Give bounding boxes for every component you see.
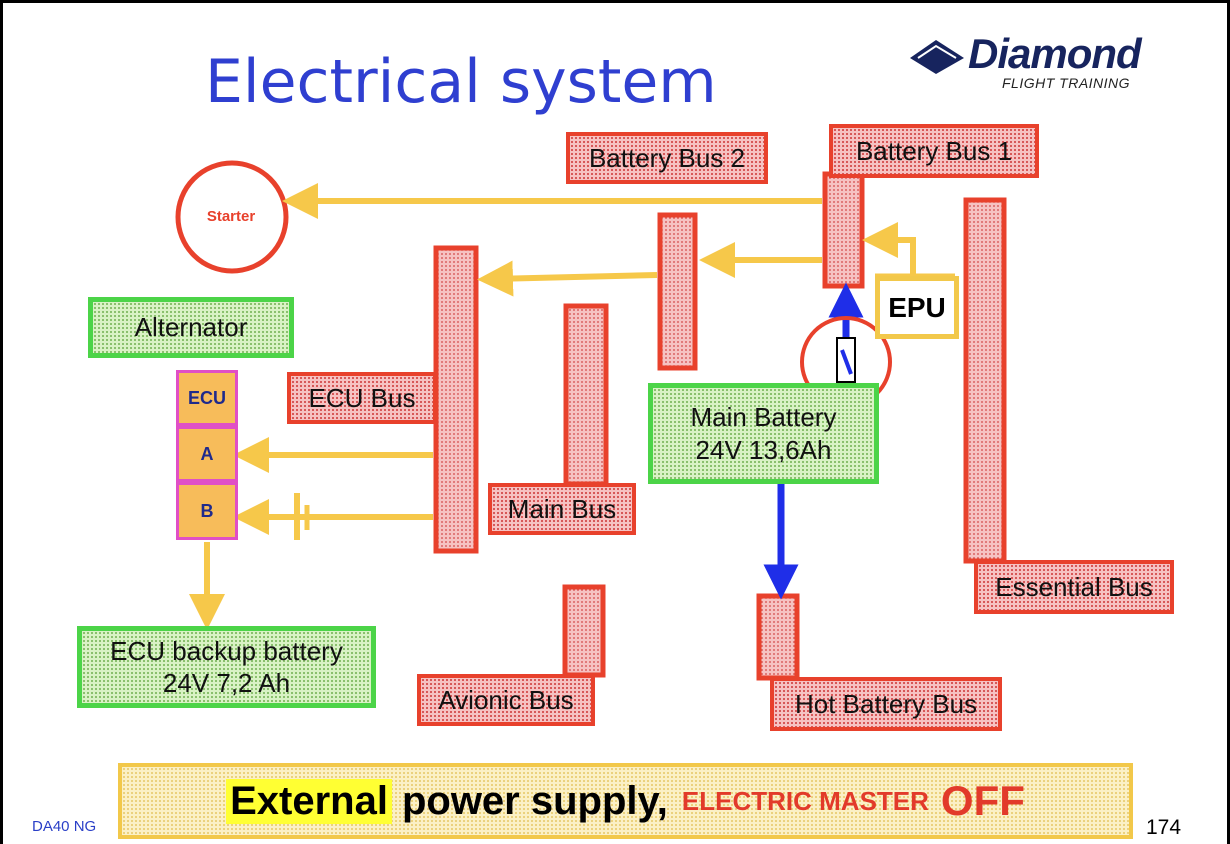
banner-external: External (226, 778, 392, 824)
main-battery-line1: Main Battery (690, 402, 837, 432)
ecu-backup-battery-line2: 24V 7,2 Ah (162, 668, 291, 698)
battery-relay-contact (840, 349, 853, 375)
flow-arrow-epu (862, 222, 916, 276)
ecu-a-box: A (176, 426, 238, 482)
ecu-bus-bar (433, 245, 479, 554)
ecu-backup-battery-box: ECU backup battery 24V 7,2 Ah (77, 626, 376, 708)
epu-box: EPU (875, 276, 959, 339)
banner-power-supply: power supply, (401, 778, 668, 823)
bottom-banner: External power supply, ELECTRIC MASTER O… (118, 763, 1133, 839)
ecu-backup-battery-line1: ECU backup battery (110, 635, 343, 666)
diamond-logo-icon (910, 40, 964, 74)
banner-off: OFF (940, 777, 1025, 824)
ecu-box: ECU (176, 370, 238, 426)
main-bus-label: Main Bus (488, 483, 636, 535)
avionic-bus-label: Avionic Bus (417, 674, 595, 726)
battery-bus-2-bar (657, 212, 698, 371)
battery-bus-2-label: Battery Bus 2 (566, 132, 768, 184)
flow-arrow-to-ecu-bus (477, 260, 658, 297)
alternator-box: Alternator (88, 297, 294, 358)
footer-model: DA40 NG (32, 818, 97, 835)
main-battery-line2: 24V 13,6Ah (695, 434, 832, 465)
essential-bus-bar (963, 197, 1007, 564)
main-bus-bar (563, 303, 609, 487)
ecu-b-box: B (176, 482, 238, 540)
battery-bus-1-label: Battery Bus 1 (829, 124, 1039, 178)
banner-electric-master: ELECTRIC MASTER (681, 785, 929, 816)
hot-battery-bus-bar (756, 593, 800, 681)
avionic-bus-bar (562, 584, 606, 678)
logo-subtitle: FLIGHT TRAINING (1002, 75, 1131, 91)
ecu-bus-label: ECU Bus (287, 372, 437, 424)
essential-bus-label: Essential Bus (974, 560, 1174, 614)
starter-label: Starter (206, 208, 256, 225)
logo-name: Diamond (968, 30, 1142, 77)
page-title: Electrical system (205, 47, 717, 117)
battery-bus-1-bar (822, 171, 865, 289)
main-battery-box: Main Battery 24V 13,6Ah (648, 383, 879, 484)
alternator-label: Alternator (134, 312, 248, 343)
page-number: 174 (1146, 816, 1182, 839)
hot-battery-bus-label: Hot Battery Bus (770, 677, 1002, 731)
